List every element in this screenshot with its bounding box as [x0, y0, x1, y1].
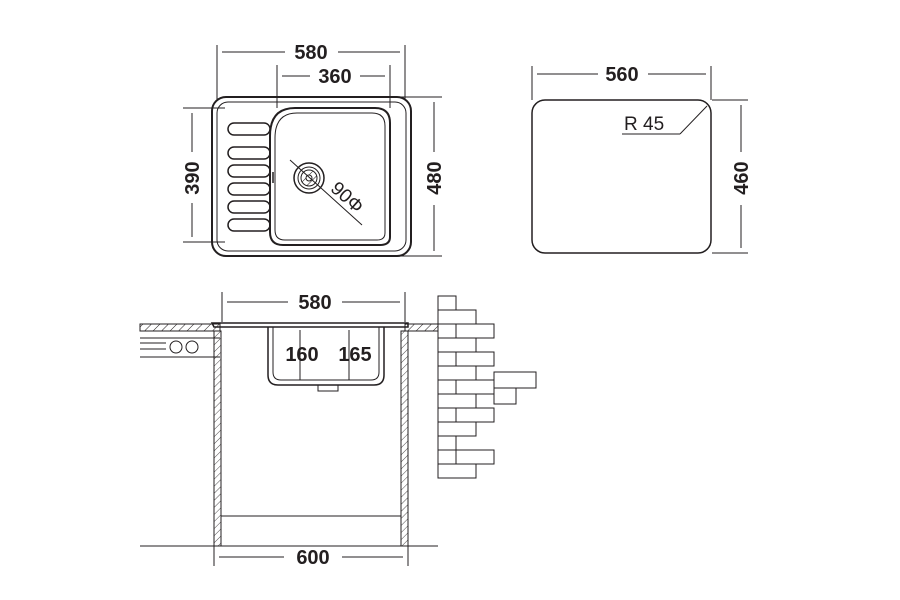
knob-icon	[185, 340, 199, 354]
cabinet-section	[140, 330, 438, 547]
drainboard-ribs	[227, 122, 271, 232]
dimension-600-label: 600	[296, 547, 329, 569]
sink-section: 160 165	[210, 322, 409, 392]
dimension-460: 460	[712, 99, 753, 254]
sink-top-outline: 90Φ	[211, 96, 412, 257]
corner-radius-callout: R 45	[622, 105, 708, 135]
dimension-560: 560	[531, 64, 712, 100]
drain-diameter-label: 90Φ	[326, 178, 367, 218]
dimension-580-section: 580	[221, 292, 406, 322]
depth-165-label: 165	[338, 344, 371, 366]
cutout-view: 560 460 R 45	[531, 64, 753, 254]
dimension-360-label: 360	[318, 66, 351, 88]
corner-radius-label: R 45	[624, 114, 664, 135]
countertop-right	[404, 323, 439, 332]
depth-160-label: 160	[285, 344, 318, 366]
dimension-480-label: 480	[424, 161, 446, 194]
dimension-580-section-label: 580	[298, 292, 331, 314]
dimension-580-top: 580	[216, 42, 406, 100]
dimension-390-label: 390	[182, 161, 204, 194]
section-view: 580 160 165	[139, 292, 537, 569]
countertop-left	[139, 323, 221, 358]
top-view: 580 360 390 480	[182, 42, 446, 257]
dimension-360: 360	[276, 65, 391, 108]
dimension-480: 480	[400, 96, 446, 257]
dimension-390: 390	[182, 107, 225, 243]
brick-wall	[437, 295, 537, 479]
dimension-560-label: 560	[605, 64, 638, 86]
dimension-600: 600	[213, 546, 409, 569]
dimension-580-label: 580	[294, 42, 327, 64]
dimension-460-label: 460	[731, 161, 753, 194]
cutout-outline	[531, 99, 712, 254]
knob-icon	[169, 340, 183, 354]
